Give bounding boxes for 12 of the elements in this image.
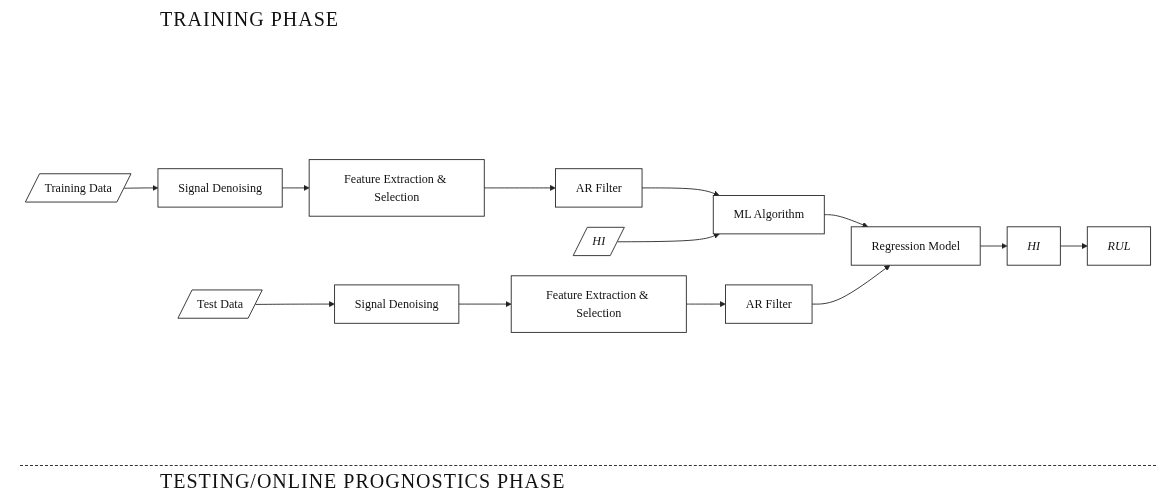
- node-box: ML Algorithm: [712, 195, 825, 235]
- node-box: RUL: [1086, 226, 1152, 266]
- phase-label: TESTING/ONLINE PROGNOSTICS PHASE: [160, 470, 566, 493]
- node-box: Regression Model: [850, 226, 981, 266]
- node-box: AR Filter: [725, 284, 813, 324]
- node-box: HI: [1006, 226, 1061, 266]
- phase-label: TRAINING PHASE: [160, 8, 339, 31]
- node-box: Signal Denoising: [334, 284, 460, 324]
- node-box: Signal Denoising: [157, 168, 283, 208]
- node-box: AR Filter: [555, 168, 643, 208]
- node-box: Feature Extraction & Selection: [308, 159, 485, 217]
- node-box: Feature Extraction & Selection: [510, 275, 687, 333]
